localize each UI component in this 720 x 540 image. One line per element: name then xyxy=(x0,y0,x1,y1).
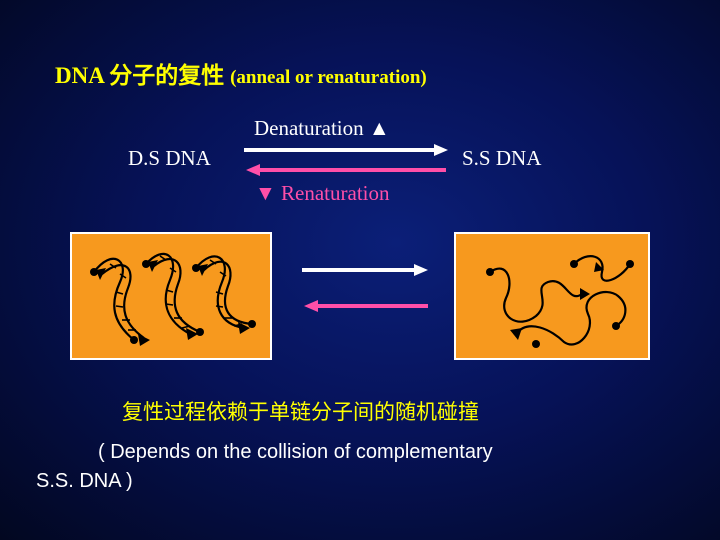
middle-reverse-arrow xyxy=(304,300,428,312)
title-prefix: DNA 分子的复性 xyxy=(55,63,224,88)
title-suffix: (anneal or renaturation) xyxy=(230,67,427,88)
ds-dna-label: D.S DNA xyxy=(128,146,211,171)
english-caption: ( Depends on the collision of complement… xyxy=(36,438,636,496)
ss-dna-panel xyxy=(454,232,650,360)
double-stranded-dna-icon xyxy=(72,234,270,358)
ss-dna-label: S.S DNA xyxy=(462,146,541,171)
denaturation-arrow xyxy=(244,144,448,156)
english-caption-line1: ( Depends on the collision of complement… xyxy=(36,438,636,467)
middle-forward-arrow xyxy=(302,264,428,276)
ds-dna-panel xyxy=(70,232,272,360)
renaturation-label: ▼ Renaturation xyxy=(255,181,390,206)
denaturation-label: Denaturation ▲ xyxy=(254,116,390,141)
single-stranded-dna-icon xyxy=(456,234,648,358)
chinese-caption: 复性过程依赖于单链分子间的随机碰撞 xyxy=(122,396,479,426)
scheme-arrows xyxy=(240,140,460,180)
english-caption-line2: S.S. DNA ) xyxy=(36,467,636,496)
panel-arrows xyxy=(298,258,438,318)
slide-title: DNA 分子的复性 (anneal or renaturation) xyxy=(55,56,427,90)
renaturation-arrow xyxy=(246,164,446,176)
